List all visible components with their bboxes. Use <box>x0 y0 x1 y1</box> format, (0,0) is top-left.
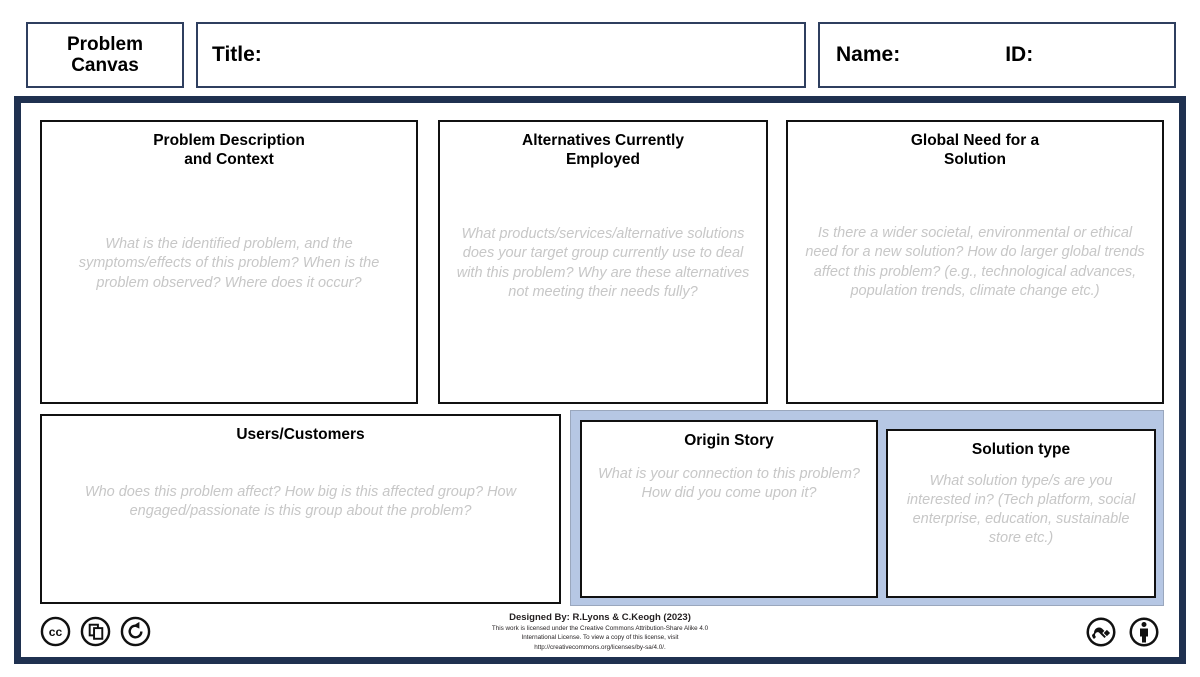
canvas-frame: Problem Description and Context What is … <box>14 96 1186 664</box>
panel-prompt: Is there a wider societal, environmental… <box>805 225 1145 300</box>
panel-global-need[interactable]: Global Need for a Solution Is there a wi… <box>786 120 1164 404</box>
license-icons-left: cc <box>40 616 151 647</box>
panel-title: Alternatives Currently Employed <box>452 132 754 169</box>
cc-icon: cc <box>40 616 71 647</box>
name-label: Name: <box>836 43 901 66</box>
id-label: ID: <box>1005 43 1034 66</box>
panel-prompt: What products/services/alternative solut… <box>456 226 750 301</box>
panel-solution-type[interactable]: Solution type What solution type/s are y… <box>886 429 1156 598</box>
panel-prompt: Who does this problem affect? How big is… <box>84 483 517 519</box>
panel-title: Users/Customers <box>236 426 365 443</box>
name-id-field[interactable]: Name: ID: <box>818 22 1176 88</box>
title-field[interactable]: Title: <box>196 22 806 88</box>
highlighted-group-container: Origin Story What is your connection to … <box>570 410 1164 606</box>
panel-title-line1: Global Need for a <box>910 132 1040 149</box>
header-row: Problem Canvas Title: Name: ID: <box>26 22 1176 88</box>
cc-remix-icon <box>1085 616 1117 648</box>
panel-title-line2: Employed <box>565 150 641 168</box>
panel-alternatives-employed[interactable]: Alternatives Currently Employed What pro… <box>438 120 768 404</box>
svg-text:cc: cc <box>49 625 63 639</box>
panel-title-line2: and Context <box>184 150 274 168</box>
canvas-inner: Problem Description and Context What is … <box>24 106 1176 654</box>
cc-attribution-person-icon <box>1128 616 1160 648</box>
panel-title: Problem Description and Context <box>54 132 404 169</box>
cc-share-alike-icon <box>120 616 151 647</box>
license-icons-right <box>1085 616 1160 648</box>
footer: cc <box>24 612 1176 658</box>
designed-by-text: Designed By: R.Lyons & C.Keogh (2023) <box>509 612 691 623</box>
panel-title: Global Need for a Solution <box>800 132 1150 169</box>
canvas-title-badge: Problem Canvas <box>26 22 184 88</box>
panel-title-line1: Alternatives Currently <box>522 132 684 149</box>
credit-block: Designed By: R.Lyons & C.Keogh (2023) Th… <box>24 612 1176 652</box>
panel-prompt: What is your connection to this problem?… <box>598 465 860 501</box>
title-label: Title: <box>212 43 262 66</box>
license-line-2: International License. To view a copy of… <box>521 634 679 642</box>
panel-prompt: What is the identified problem, and the … <box>78 236 380 291</box>
panel-users-customers[interactable]: Users/Customers Who does this problem af… <box>40 414 561 604</box>
cc-copy-icon <box>80 616 111 647</box>
canvas-title-line2: Canvas <box>71 55 139 76</box>
panel-prompt: What solution type/s are you interested … <box>906 472 1136 547</box>
license-line-1: This work is licensed under the Creative… <box>491 625 709 632</box>
canvas-title-line1: Problem <box>66 33 144 55</box>
panel-origin-story[interactable]: Origin Story What is your connection to … <box>580 420 878 598</box>
panel-title: Origin Story <box>684 432 774 449</box>
panel-title: Solution type <box>971 441 1071 458</box>
license-url: http://creativecommons.org/licenses/by-s… <box>534 643 666 651</box>
panel-title-line2: Solution <box>944 150 1006 168</box>
panel-problem-description[interactable]: Problem Description and Context What is … <box>40 120 418 404</box>
panel-title-line1: Problem Description <box>153 132 305 149</box>
